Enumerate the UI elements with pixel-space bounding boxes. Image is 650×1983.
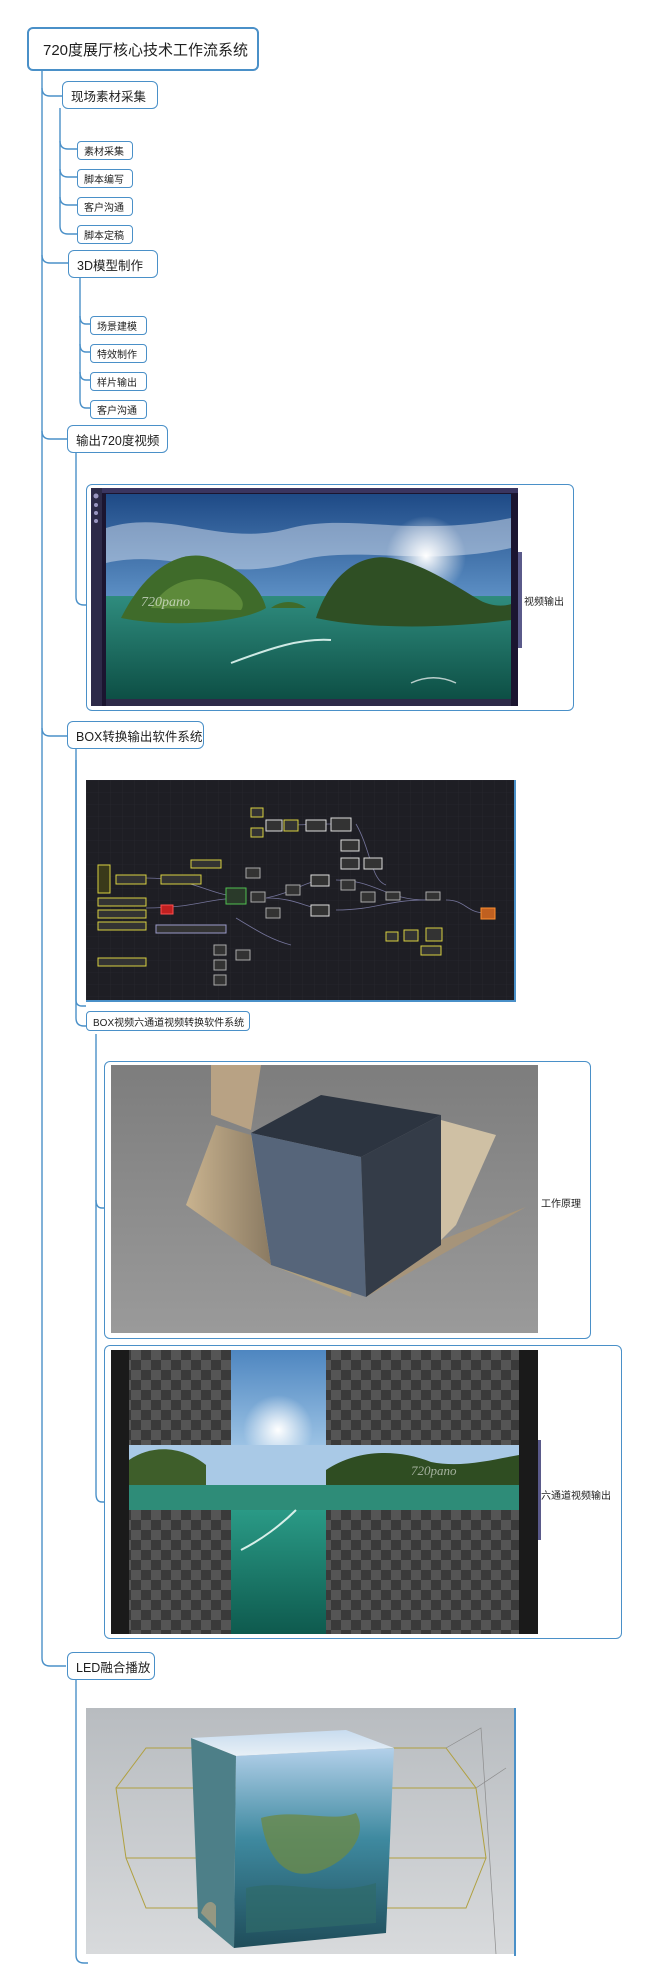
item-effects[interactable]: 特效制作: [90, 344, 147, 363]
item-label: 客户沟通: [97, 406, 137, 417]
sub-label: BOX视频六通道视频转换软件系统: [93, 1017, 245, 1029]
section-field-material[interactable]: 现场素材采集: [62, 81, 158, 109]
section-label: BOX转换输出软件系统: [76, 729, 203, 744]
section-box-software[interactable]: BOX转换输出软件系统: [67, 721, 204, 749]
scroll-handle[interactable]: [518, 552, 522, 648]
caption-six-channel-output: 六通道视频输出: [541, 1491, 611, 1502]
svg-text:720pano: 720pano: [411, 1463, 457, 1478]
section-3d-modeling[interactable]: 3D模型制作: [68, 250, 158, 278]
item-script-write[interactable]: 脚本编写: [77, 169, 133, 188]
section-led-playback[interactable]: LED融合播放: [67, 1652, 155, 1680]
item-scene-modeling[interactable]: 场景建模: [90, 316, 147, 335]
item-label: 素材采集: [84, 147, 124, 158]
item-label: 脚本定稿: [84, 231, 124, 242]
item-label: 特效制作: [97, 350, 137, 361]
item-sample-output[interactable]: 样片输出: [90, 372, 147, 391]
item-label: 客户沟通: [84, 203, 124, 214]
scroll-handle[interactable]: [538, 1440, 541, 1540]
section-720-video[interactable]: 输出720度视频: [67, 425, 168, 453]
root-node[interactable]: 720度展厅核心技术工作流系统: [27, 27, 259, 71]
section-label: 3D模型制作: [77, 258, 143, 273]
item-client-communication[interactable]: 客户沟通: [77, 197, 133, 216]
root-label: 720度展厅核心技术工作流系统: [43, 41, 249, 59]
section-label: 现场素材采集: [71, 89, 147, 104]
sub-box-six-channel[interactable]: BOX视频六通道视频转换软件系统: [86, 1011, 250, 1031]
caption-working-principle: 工作原理: [541, 1199, 581, 1210]
node-graph-image: [86, 780, 514, 1000]
item-label: 场景建模: [97, 322, 137, 333]
frame-edge: [514, 1708, 516, 1956]
item-script-final[interactable]: 脚本定稿: [77, 225, 133, 244]
frame-edge: [514, 780, 516, 1002]
cross-layout-image: 720pano: [111, 1350, 538, 1634]
led-cube-image: [86, 1708, 514, 1954]
section-label: 输出720度视频: [76, 433, 160, 448]
pano-watermark: 720pano: [141, 595, 190, 610]
item-material-collect[interactable]: 素材采集: [77, 141, 133, 160]
caption-video-output: 视频输出: [524, 597, 564, 608]
panorama-image: 720pano: [91, 488, 518, 706]
frame-edge: [86, 1000, 516, 1002]
item-client-communication-2[interactable]: 客户沟通: [90, 400, 147, 419]
section-label: LED融合播放: [76, 1660, 151, 1675]
item-label: 脚本编写: [84, 175, 124, 186]
box-unfold-image: [111, 1065, 538, 1333]
item-label: 样片输出: [97, 378, 137, 389]
